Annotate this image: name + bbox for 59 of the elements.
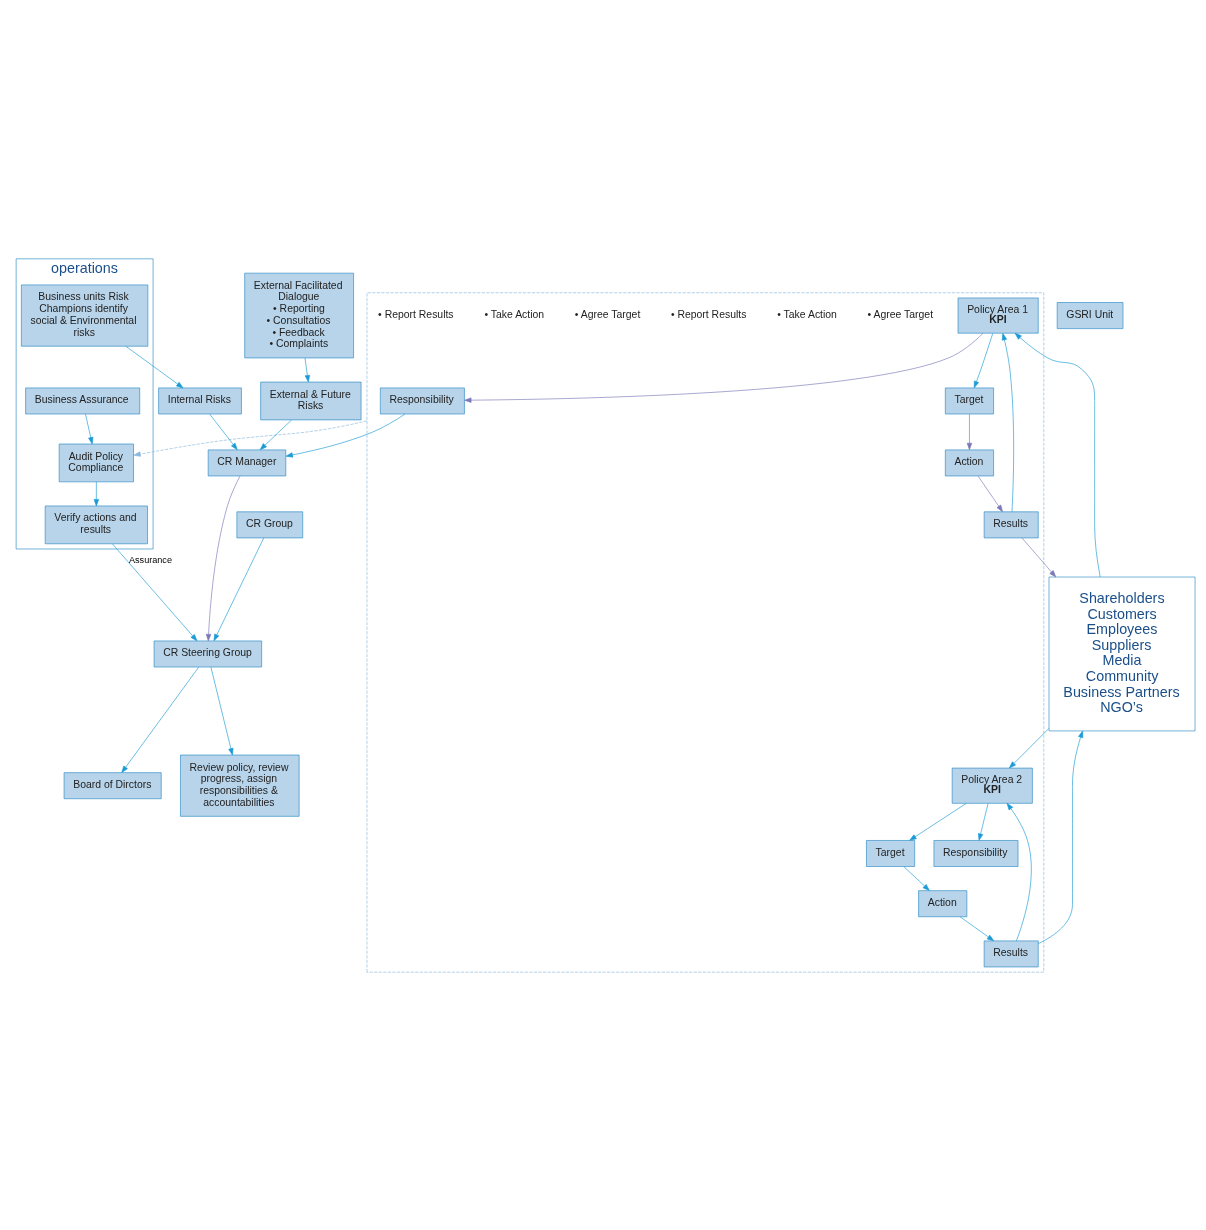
node-box: Results <box>983 940 1039 967</box>
arrow <box>977 475 1003 512</box>
arrow <box>1006 802 1032 941</box>
node-box: CR Group <box>236 511 304 538</box>
arrow <box>259 419 292 450</box>
arrow <box>85 413 94 444</box>
label: • Report Results <box>378 308 454 320</box>
node-box: Business Assurance <box>25 387 141 414</box>
label: • Report Results <box>670 308 747 320</box>
arrow <box>909 802 967 841</box>
arrow <box>1001 332 1014 512</box>
node-box: Audit Policy Compliance <box>58 443 134 482</box>
arrow <box>464 332 984 403</box>
node-box: Board of Dirctors <box>63 771 162 799</box>
node-box: Verify actions and results <box>44 505 148 544</box>
node-box: Target <box>866 839 915 867</box>
arrow <box>966 413 973 450</box>
label: • Agree Target <box>867 308 934 320</box>
node-box: Action <box>945 449 994 476</box>
label: • Agree Target <box>574 308 641 320</box>
node-box: Policy Area 1 KPI <box>957 297 1039 333</box>
node-box: Business units Risk Champions identify social & Environmental risks <box>21 284 149 347</box>
arrow <box>133 420 368 457</box>
node-box: Shareholders Customers Employees Suppliers Media Community Business Partners NGO’s <box>1048 576 1196 731</box>
node-box: CR Steering Group <box>153 640 262 667</box>
node-box: Review policy, review progress, assign responsibilities & accountabilities <box>180 754 300 817</box>
arrow <box>973 332 994 388</box>
arrow <box>125 345 184 388</box>
arrow <box>213 537 265 641</box>
arrow <box>1037 730 1084 944</box>
arrow <box>959 916 995 941</box>
arrow <box>978 802 989 841</box>
arrow <box>285 413 406 457</box>
node-box: Internal Risks <box>158 387 242 414</box>
arrow <box>210 666 234 755</box>
cluster <box>366 291 1045 972</box>
node-box: Action <box>918 889 968 917</box>
arrow <box>304 357 310 382</box>
node-box: Results <box>983 511 1039 538</box>
label: • Take Action <box>777 308 837 320</box>
edge-label: Assurance <box>128 554 172 565</box>
arrow <box>209 413 238 450</box>
node-box: CR Manager <box>207 449 287 476</box>
arrow <box>121 666 200 773</box>
node-box: External Facilitated Dialogue • Reporting • Consultatios • Feedback • Complaints <box>244 272 354 358</box>
arrow <box>1009 727 1050 768</box>
node-box: Responsibility <box>380 387 465 414</box>
arrow <box>903 865 930 891</box>
arrow <box>93 481 99 506</box>
node-box: GSRI Unit <box>1056 301 1124 329</box>
arrow <box>112 543 198 641</box>
node-box: External & Future Risks <box>260 381 362 420</box>
node-box: Responsibility <box>933 839 1019 867</box>
label: • Take Action <box>484 308 545 320</box>
node-box: Target <box>945 387 994 414</box>
arrow <box>1014 332 1101 577</box>
arrow <box>1021 537 1057 577</box>
arrow <box>205 475 241 641</box>
node-box: Policy Area 2 KPI <box>951 767 1033 804</box>
